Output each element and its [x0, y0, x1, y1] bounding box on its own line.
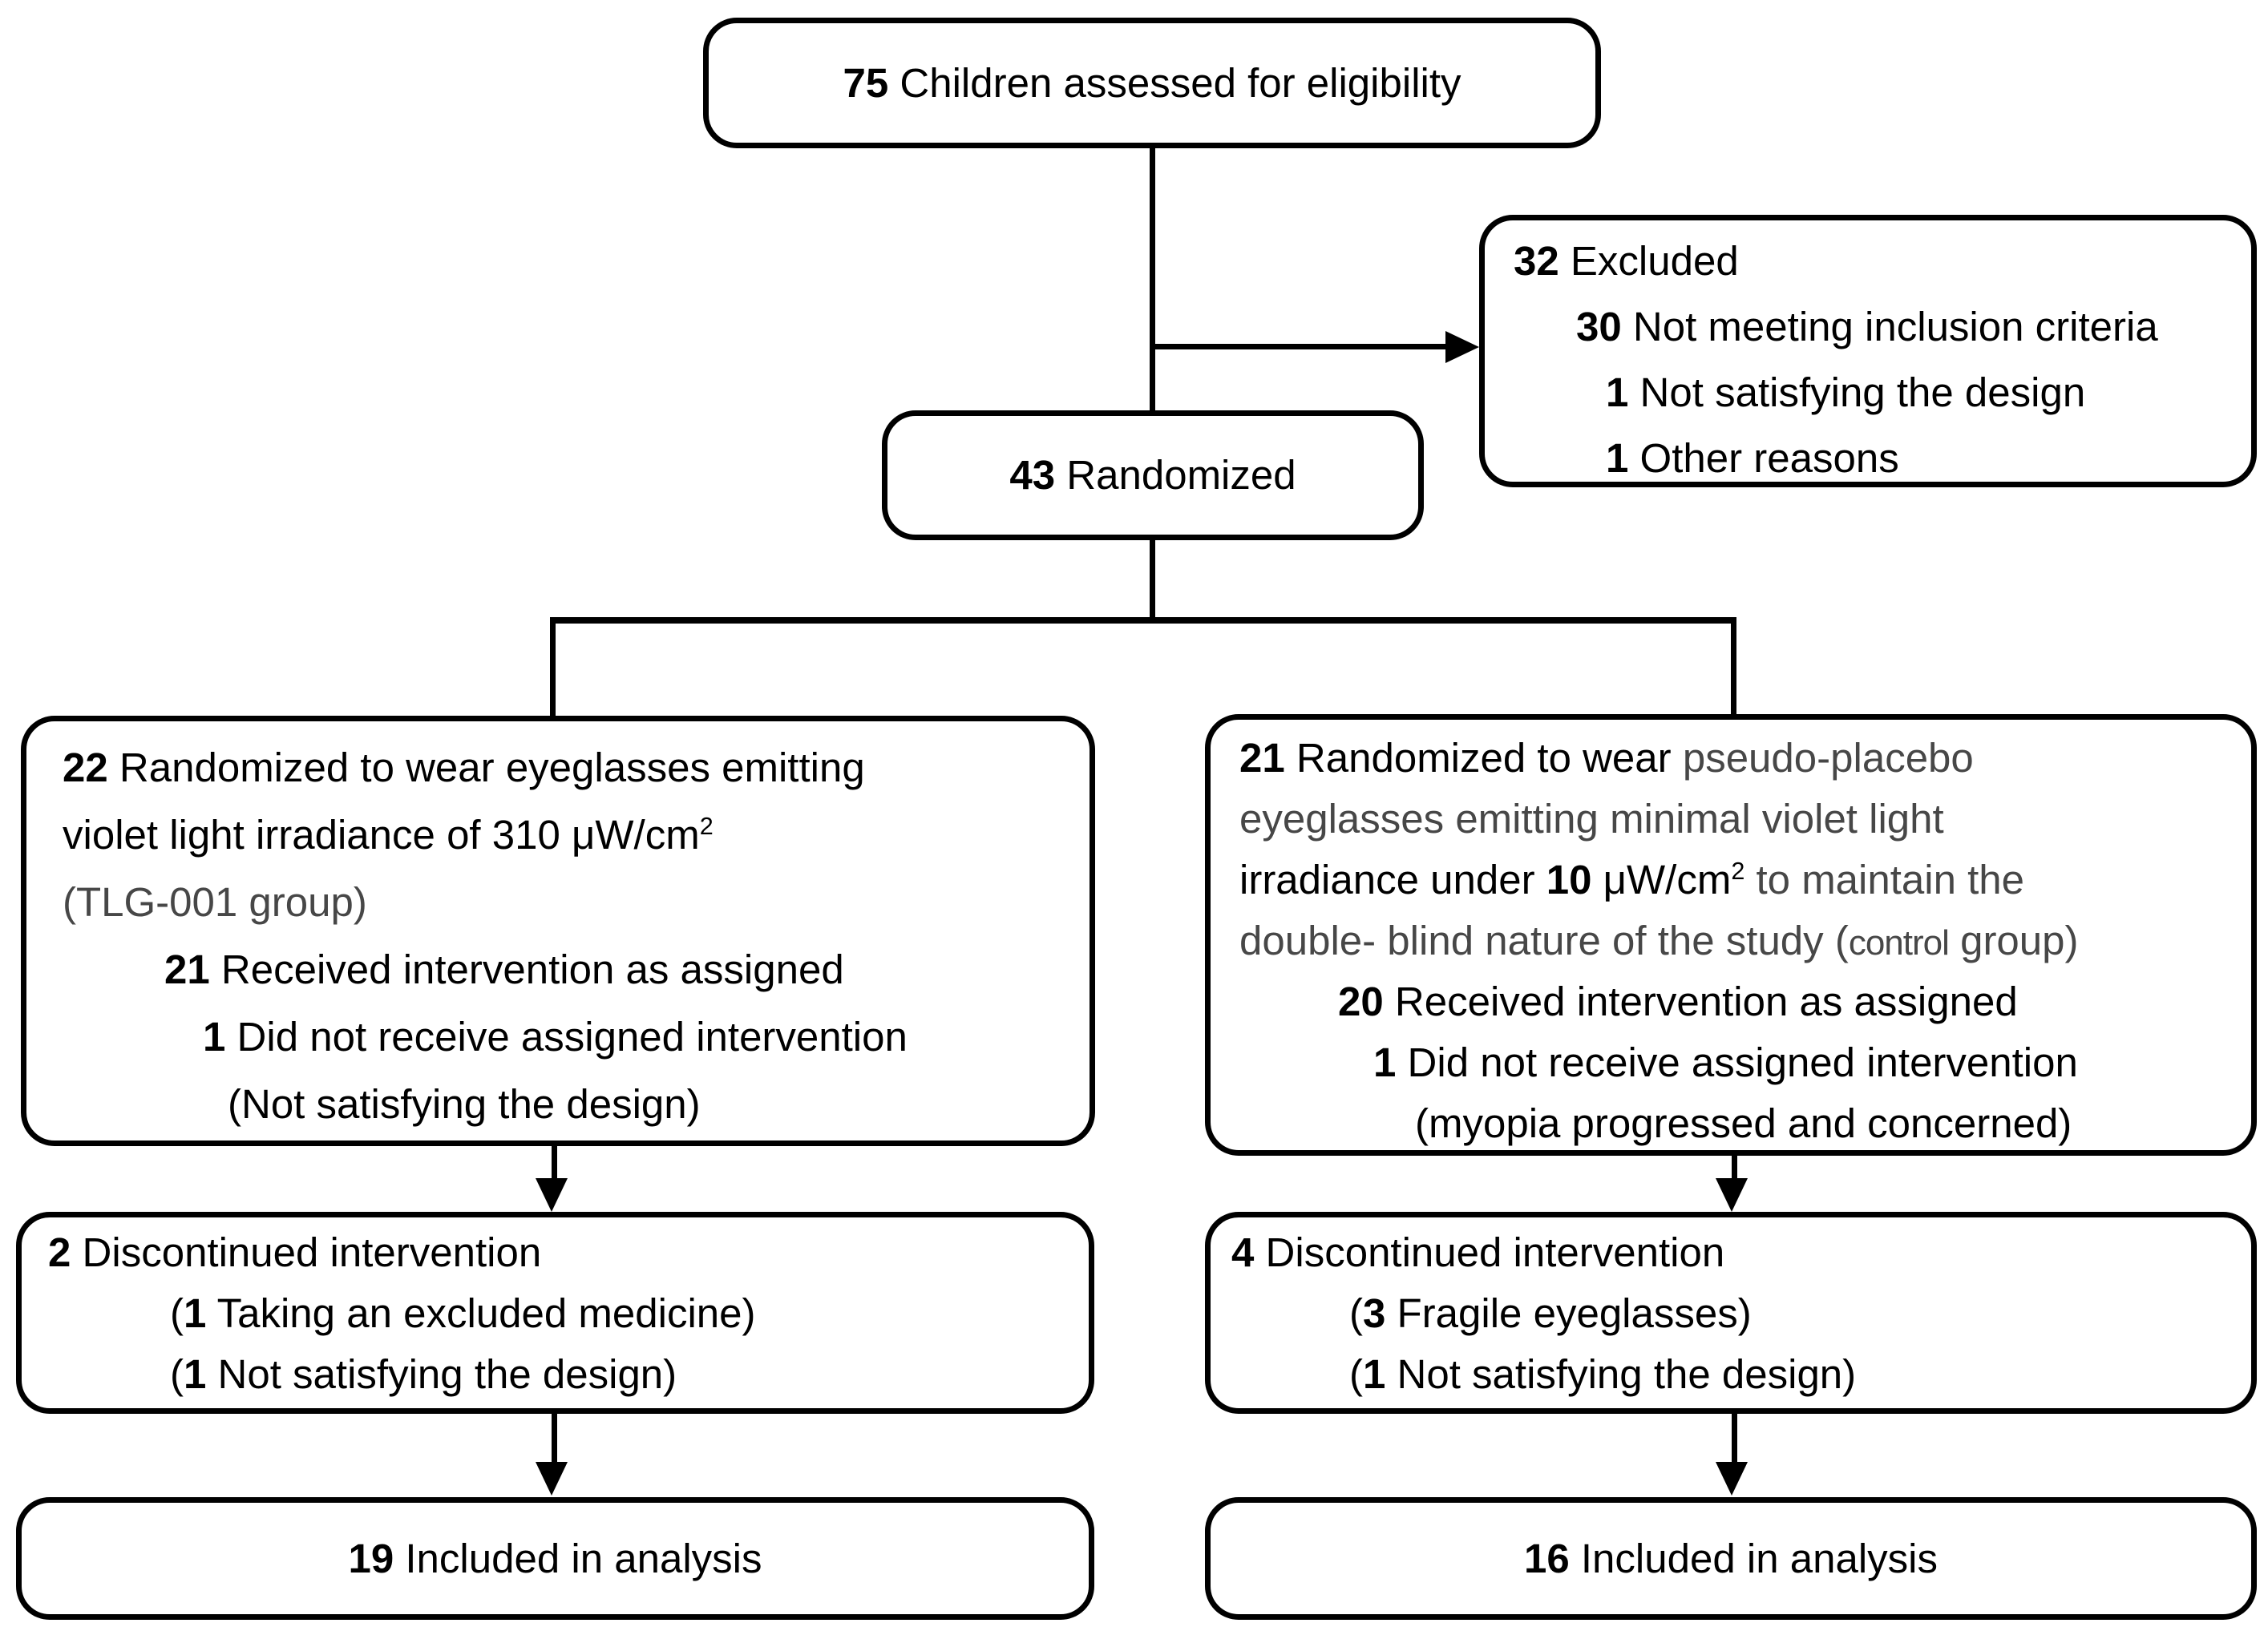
box-text-line: eyeglasses emitting minimal violet light — [1239, 796, 1944, 842]
connector-to-excluded — [1153, 344, 1446, 349]
box-text-line: (TLG-001 group) — [63, 879, 367, 925]
box-control-discontinued: 4 Discontinued intervention (3 Fragile ey… — [1205, 1212, 2257, 1414]
box-text-line: 21 Randomized to wear pseudo-placebo — [1239, 735, 1974, 781]
box-text-line: 75 Children assessed for eligibility — [843, 59, 1461, 106]
box-text-line: 22 Randomized to wear eyeglasses emittin… — [63, 745, 865, 790]
connector-tlg-to-analysis — [552, 1414, 557, 1463]
arrowhead-tlg-discontinued — [536, 1178, 568, 1212]
connector-split-bar — [550, 617, 1736, 624]
connector-split-to-tlg — [550, 617, 556, 718]
box-text-line: double- blind nature of the study (contr… — [1239, 918, 2079, 963]
box-randomized: 43 Randomized — [882, 410, 1424, 540]
box-text-line: irradiance under 10 μW/cm2 to maintain t… — [1239, 857, 2025, 902]
box-text-line: 1 Other reasons — [1606, 435, 1899, 481]
box-text-line: 21 Received intervention as assigned — [164, 947, 844, 992]
box-text-line: (myopia progressed and concerned) — [1415, 1100, 2072, 1146]
arrowhead-excluded — [1445, 331, 1479, 363]
connector-eligibility-to-randomized — [1150, 147, 1155, 413]
box-text-line: 30 Not meeting inclusion criteria — [1576, 304, 2158, 349]
box-eligibility: 75 Children assessed for eligibility — [703, 18, 1601, 148]
box-text-line: (3 Fragile eyeglasses) — [1349, 1290, 1752, 1336]
box-text-line: 2 Discontinued intervention — [48, 1229, 542, 1275]
arrowhead-control-discontinued — [1716, 1178, 1748, 1212]
box-text-line: 16 Included in analysis — [1523, 1535, 1938, 1581]
box-text-line: 20 Received intervention as assigned — [1338, 979, 2018, 1024]
box-text-line: 19 Included in analysis — [348, 1535, 762, 1581]
box-tlg-group: 22 Randomized to wear eyeglasses emittin… — [21, 716, 1095, 1146]
connector-tlg-to-discontinued — [552, 1145, 557, 1181]
connector-control-to-discontinued — [1732, 1155, 1737, 1181]
arrowhead-tlg-analysis — [536, 1462, 568, 1496]
box-text-line: (Not satisfying the design) — [228, 1081, 701, 1127]
box-text-line: 4 Discontinued intervention — [1231, 1229, 1725, 1275]
connector-split-to-control — [1731, 617, 1736, 718]
box-control-group: 21 Randomized to wear pseudo-placebo eyeg… — [1205, 714, 2257, 1156]
box-control-analysis: 16 Included in analysis — [1205, 1497, 2257, 1620]
box-text-line: 1 Not satisfying the design — [1606, 369, 2086, 415]
box-text-line: 1 Did not receive assigned intervention — [203, 1014, 908, 1060]
box-excluded: 32 Excluded 30 Not meeting inclusion crit… — [1479, 215, 2257, 487]
box-tlg-discontinued: 2 Discontinued intervention (1 Taking an … — [16, 1212, 1094, 1414]
box-tlg-analysis: 19 Included in analysis — [16, 1497, 1094, 1620]
box-text-line: 43 Randomized — [1009, 452, 1296, 498]
connector-randomized-to-split — [1150, 539, 1155, 620]
box-text-line: (1 Not satisfying the design) — [170, 1351, 677, 1397]
box-text-line: 1 Did not receive assigned intervention — [1373, 1040, 2078, 1085]
box-text-line: 32 Excluded — [1514, 238, 1739, 284]
box-text-line: (1 Taking an excluded medicine) — [170, 1290, 756, 1336]
arrowhead-control-analysis — [1716, 1462, 1748, 1496]
connector-control-to-analysis — [1732, 1414, 1737, 1463]
box-text-line: violet light irradiance of 310 μW/cm2 — [63, 812, 714, 858]
box-text-line: (1 Not satisfying the design) — [1349, 1351, 1857, 1397]
